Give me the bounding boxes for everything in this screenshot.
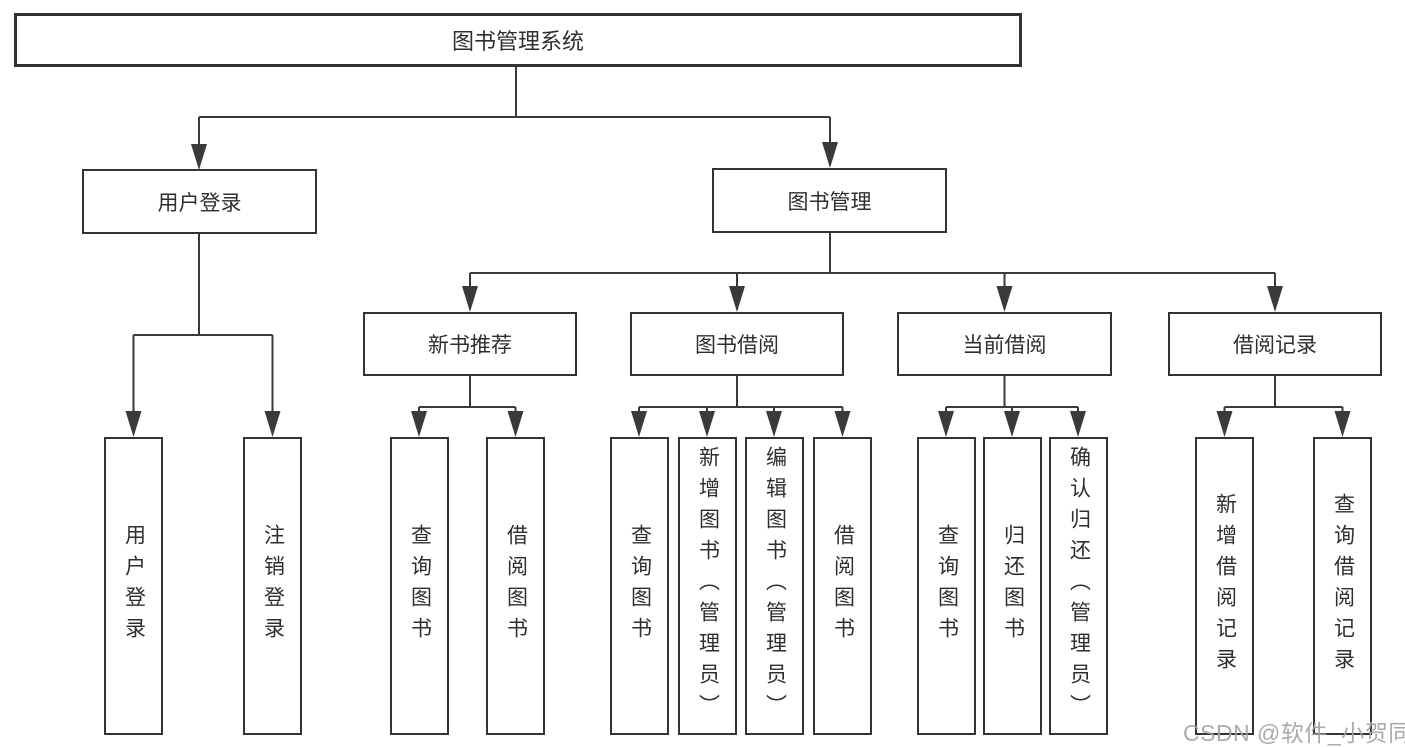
leaf-borrow-books-recommend: 借阅图书	[486, 437, 545, 735]
leaf-label: 借阅图书	[831, 524, 855, 648]
leaf-add-borrow-record: 新增借阅记录	[1195, 437, 1254, 735]
node-new-book-recommendation: 新书推荐	[363, 312, 577, 376]
node-label: 借阅记录	[1233, 334, 1317, 357]
node-label: 图书管理	[787, 190, 872, 214]
leaf-label: 注销登录	[261, 524, 285, 648]
leaf-label: 查询借阅记录	[1331, 493, 1355, 679]
leaf-label: 查询图书	[935, 524, 959, 648]
leaf-label: 查询图书	[408, 524, 432, 648]
node-label: 当前借阅	[962, 334, 1047, 357]
node-library-management-system: 图书管理系统	[14, 13, 1022, 67]
node-current-borrowing: 当前借阅	[897, 312, 1112, 376]
leaf-borrow-books: 借阅图书	[813, 437, 872, 735]
leaf-return-books: 归还图书	[983, 437, 1042, 735]
node-label: 新书推荐	[428, 334, 512, 357]
leaf-label: 新增图书（管理员）	[696, 446, 720, 725]
node-label: 图书管理系统	[451, 29, 584, 54]
leaf-label: 借阅图书	[504, 524, 528, 648]
leaf-label: 归还图书	[1001, 524, 1025, 648]
leaf-add-books-admin: 新增图书（管理员）	[678, 437, 737, 735]
leaf-label: 用户登录	[122, 524, 146, 648]
leaf-user-login: 用户登录	[104, 437, 163, 735]
leaf-label: 编辑图书（管理员）	[763, 446, 787, 725]
leaf-label: 查询图书	[628, 524, 652, 648]
leaf-edit-books-admin: 编辑图书（管理员）	[745, 437, 804, 735]
leaf-query-borrow-record: 查询借阅记录	[1313, 437, 1372, 735]
leaf-label: 新增借阅记录	[1213, 493, 1237, 679]
node-user-login: 用户登录	[82, 169, 317, 234]
leaf-query-books-borrow: 查询图书	[610, 437, 669, 735]
leaf-confirm-return-admin: 确认归还（管理员）	[1049, 437, 1108, 735]
leaf-query-books-current: 查询图书	[917, 437, 976, 735]
node-borrowing-records: 借阅记录	[1168, 312, 1382, 376]
csdn-watermark: CSDN @软件_小贺同学	[1183, 720, 1405, 746]
node-book-management: 图书管理	[712, 168, 947, 233]
leaf-logout: 注销登录	[243, 437, 302, 735]
node-book-borrowing: 图书借阅	[630, 312, 844, 376]
node-label: 图书借阅	[695, 334, 779, 357]
leaf-query-books-recommend: 查询图书	[390, 437, 449, 735]
node-label: 用户登录	[157, 191, 242, 215]
leaf-label: 确认归还（管理员）	[1067, 446, 1091, 725]
